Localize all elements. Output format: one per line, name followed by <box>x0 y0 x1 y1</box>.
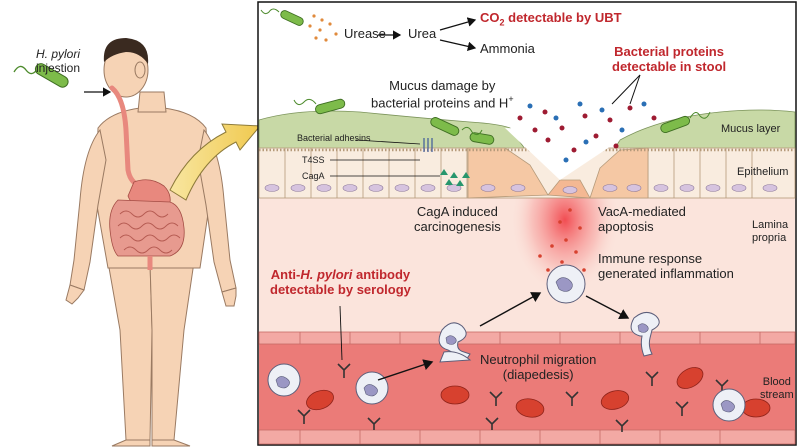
epithelium-label: Epithelium <box>737 166 789 178</box>
serology-pointer <box>339 305 343 361</box>
neutrophil-arrow-1 <box>377 359 434 381</box>
bacterium-icon <box>13 63 69 88</box>
anti-pre: Anti- <box>270 267 301 282</box>
intestine-folds <box>117 210 181 254</box>
bacteria-in-mucus <box>280 10 690 145</box>
antibodies <box>297 363 729 432</box>
vaca-line-1: VacA-mediated <box>598 204 686 219</box>
neutrophils <box>267 264 746 422</box>
caga-induced-label: CagA induced carcinogenesis <box>414 204 501 235</box>
red-blood-cells <box>306 367 771 418</box>
immune-response-label: Immune response generated inflammation <box>598 251 734 282</box>
vaca-label: VacA-mediated apoptosis <box>598 204 686 235</box>
mucus-layer-label: Mucus layer <box>721 123 781 135</box>
caga-induced-line-1: CagA induced <box>416 204 498 219</box>
lamina-propria-label: Lamina propria <box>752 219 788 244</box>
immune-line-2: generated inflammation <box>598 265 734 281</box>
co2-ubt-label: CO2 detectable by UBT <box>480 10 622 28</box>
adhesin-structures <box>423 138 433 152</box>
neutrophil-line-1: Neutrophil migration <box>480 352 597 367</box>
serology-line-2: detectable by serology <box>270 281 411 297</box>
vessel-wall-top <box>258 331 796 345</box>
blood-line-1: Blood <box>762 376 791 388</box>
co2-rest: detectable by UBT <box>504 10 622 25</box>
caga-label: CagA <box>302 171 325 181</box>
neutrophil-line-2: (diapedesis) <box>502 366 574 382</box>
mucus-damage-label: Mucus damage by bacterial proteins and H… <box>371 78 514 111</box>
caga-triangles <box>440 169 470 186</box>
mucosal-wound <box>505 128 620 180</box>
caga-induced-line-2: carcinogenesis <box>414 218 501 234</box>
blood-stream-label: Blood stream <box>760 376 794 401</box>
inflammation-dots <box>538 208 586 272</box>
vessel-wall-cells <box>299 332 761 444</box>
anti-italic: H. pylori <box>300 267 353 282</box>
lamina-line-1: Lamina <box>752 219 789 231</box>
urea-to-co2-arrow <box>439 17 477 31</box>
intestines <box>109 199 185 257</box>
human-figure <box>65 38 237 447</box>
t4ss-label: T4SS <box>302 155 325 165</box>
lamina-line-2: propria <box>752 231 787 244</box>
bacterial-protein-dots <box>517 101 657 163</box>
urea-label: Urea <box>408 26 437 41</box>
stool-line-1: Bacterial proteins <box>614 44 724 59</box>
hplus-sup: + <box>508 93 514 104</box>
blood-line-2: stream <box>760 388 794 401</box>
vessel-wall-bottom <box>258 429 796 445</box>
serology-label: Anti-H. pylori antibody detectable by se… <box>270 267 411 298</box>
neutrophil-migration-label: Neutrophil migration (diapedesis) <box>480 352 597 383</box>
neutrophil-arrow-3 <box>585 295 630 320</box>
injestion-text: injestion <box>36 60 81 75</box>
hair <box>103 38 149 64</box>
neutrophil-arrow-2 <box>479 292 542 327</box>
urease-label: Urease <box>344 26 386 41</box>
co2-main: CO <box>480 10 500 25</box>
hpylori-italic: H. pylori <box>36 47 81 61</box>
mucus-damage-line-2: bacterial proteins and H <box>371 95 509 111</box>
blood-vessel <box>259 332 795 444</box>
ammonia-label: Ammonia <box>480 41 535 56</box>
anti-post: antibody <box>352 267 411 282</box>
stool-pointer-2 <box>629 74 641 105</box>
urease-dots <box>308 14 338 42</box>
mucus-damage-line-1: Mucus damage by <box>389 78 496 93</box>
urea-to-ammonia-arrow <box>439 39 477 52</box>
stool-line-2: detectable in stool <box>612 58 727 74</box>
injestion-label: H. pylori injestion <box>36 47 81 76</box>
mucus-layer <box>258 109 796 173</box>
bacteria-flagella <box>260 8 711 136</box>
stool-pointer-1 <box>611 74 641 105</box>
adhesins-pointer <box>355 139 421 145</box>
epithelium-cells <box>258 147 796 199</box>
immune-line-1: Immune response <box>598 251 703 266</box>
stool-label: Bacterial proteins detectable in stool <box>612 44 727 75</box>
adhesins-label: Bacterial adhesins <box>297 133 371 143</box>
co2-sub: 2 <box>499 17 505 28</box>
vaca-line-2: apoptosis <box>598 218 654 234</box>
